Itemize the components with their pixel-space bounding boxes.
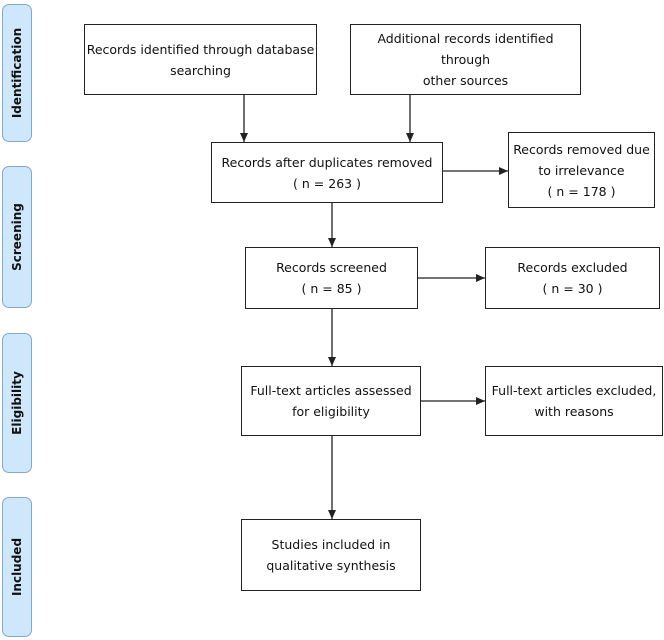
box-fulltext-excluded: Full-text articles excluded, with reason… bbox=[485, 366, 663, 436]
box-fulltext-assessed: Full-text articles assessed for eligibil… bbox=[241, 366, 421, 436]
stage-screening: Screening bbox=[2, 166, 32, 308]
box-removed-irrelevance-line2: to irrelevance bbox=[538, 162, 625, 178]
box-after-duplicates-line2: ( n = 263 ) bbox=[293, 175, 361, 191]
box-other-sources: Additional records identified through ot… bbox=[350, 24, 581, 95]
box-after-duplicates: Records after duplicates removed ( n = 2… bbox=[211, 142, 443, 203]
box-excluded: Records excluded ( n = 30 ) bbox=[485, 247, 660, 309]
box-included-studies: Studies included in qualitative synthesi… bbox=[241, 519, 421, 591]
box-screened: Records screened ( n = 85 ) bbox=[245, 247, 418, 309]
box-removed-irrelevance-line3: ( n = 178 ) bbox=[547, 183, 616, 199]
box-screened-line1: Records screened bbox=[276, 260, 387, 275]
box-screened-line2: ( n = 85 ) bbox=[301, 281, 362, 296]
box-removed-irrelevance-line1: Records removed due bbox=[513, 141, 650, 157]
box-other-sources-line1: Additional records identified through bbox=[377, 31, 554, 67]
box-included-studies-line1: Studies included in bbox=[271, 537, 391, 552]
box-fulltext-assessed-line2: for eligibility bbox=[292, 404, 370, 419]
box-excluded-line1: Records excluded bbox=[517, 260, 628, 275]
box-fulltext-excluded-line2: with reasons bbox=[534, 404, 614, 419]
box-database-search-line2: searching bbox=[170, 62, 231, 78]
box-excluded-line2: ( n = 30 ) bbox=[542, 281, 603, 296]
box-database-search-line1: Records identified through database bbox=[86, 41, 315, 57]
box-removed-irrelevance: Records removed due to irrelevance ( n =… bbox=[508, 132, 655, 208]
stage-identification: Identification bbox=[2, 4, 32, 142]
box-other-sources-line2: other sources bbox=[422, 73, 509, 88]
box-after-duplicates-line1: Records after duplicates removed bbox=[221, 154, 433, 170]
stage-eligibility: Eligibility bbox=[2, 333, 32, 473]
box-fulltext-assessed-line1: Full-text articles assessed bbox=[250, 383, 412, 398]
box-database-search: Records identified through database sear… bbox=[84, 24, 317, 95]
stage-included: Included bbox=[2, 497, 32, 637]
box-fulltext-excluded-line1: Full-text articles excluded, bbox=[491, 383, 657, 398]
box-included-studies-line2: qualitative synthesis bbox=[266, 558, 396, 573]
